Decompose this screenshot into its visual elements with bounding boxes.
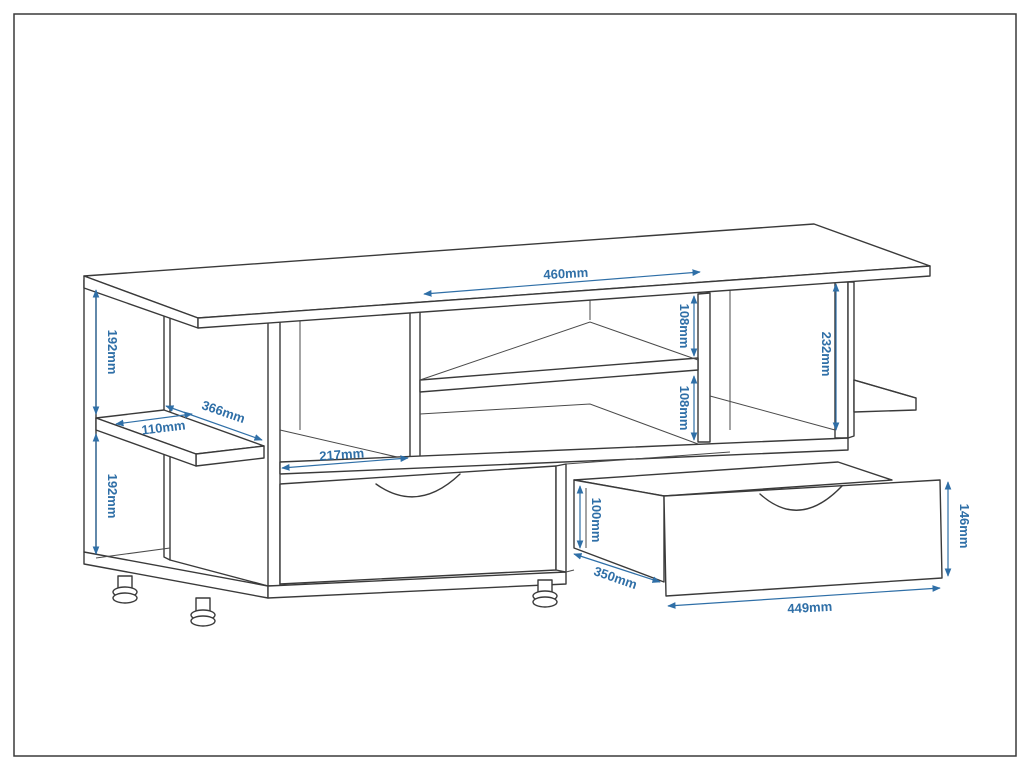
label-drawer-front-width: 449mm bbox=[787, 599, 833, 616]
dimension-lines bbox=[92, 269, 952, 609]
label-center-shelf-lower: 108mm bbox=[677, 386, 692, 431]
drawing-frame bbox=[13, 13, 1017, 757]
label-side-shelf-depth: 366mm bbox=[200, 397, 247, 426]
label-drawer-front-height: 146mm bbox=[957, 504, 972, 549]
label-cubby-width: 217mm bbox=[319, 445, 365, 463]
foot-2 bbox=[190, 597, 216, 627]
label-right-cubby-height: 232mm bbox=[819, 332, 834, 377]
foot-1 bbox=[112, 575, 138, 604]
label-side-upper-height: 192mm bbox=[105, 330, 120, 375]
label-center-shelf-upper: 108mm bbox=[677, 304, 692, 349]
label-top-width: 460mm bbox=[543, 265, 589, 282]
foot-3 bbox=[532, 579, 558, 608]
label-side-shelf-width: 110mm bbox=[141, 417, 187, 437]
tv-stand bbox=[83, 223, 943, 627]
label-side-lower-height: 192mm bbox=[105, 474, 120, 519]
label-drawer-inner-height: 100mm bbox=[589, 498, 604, 543]
